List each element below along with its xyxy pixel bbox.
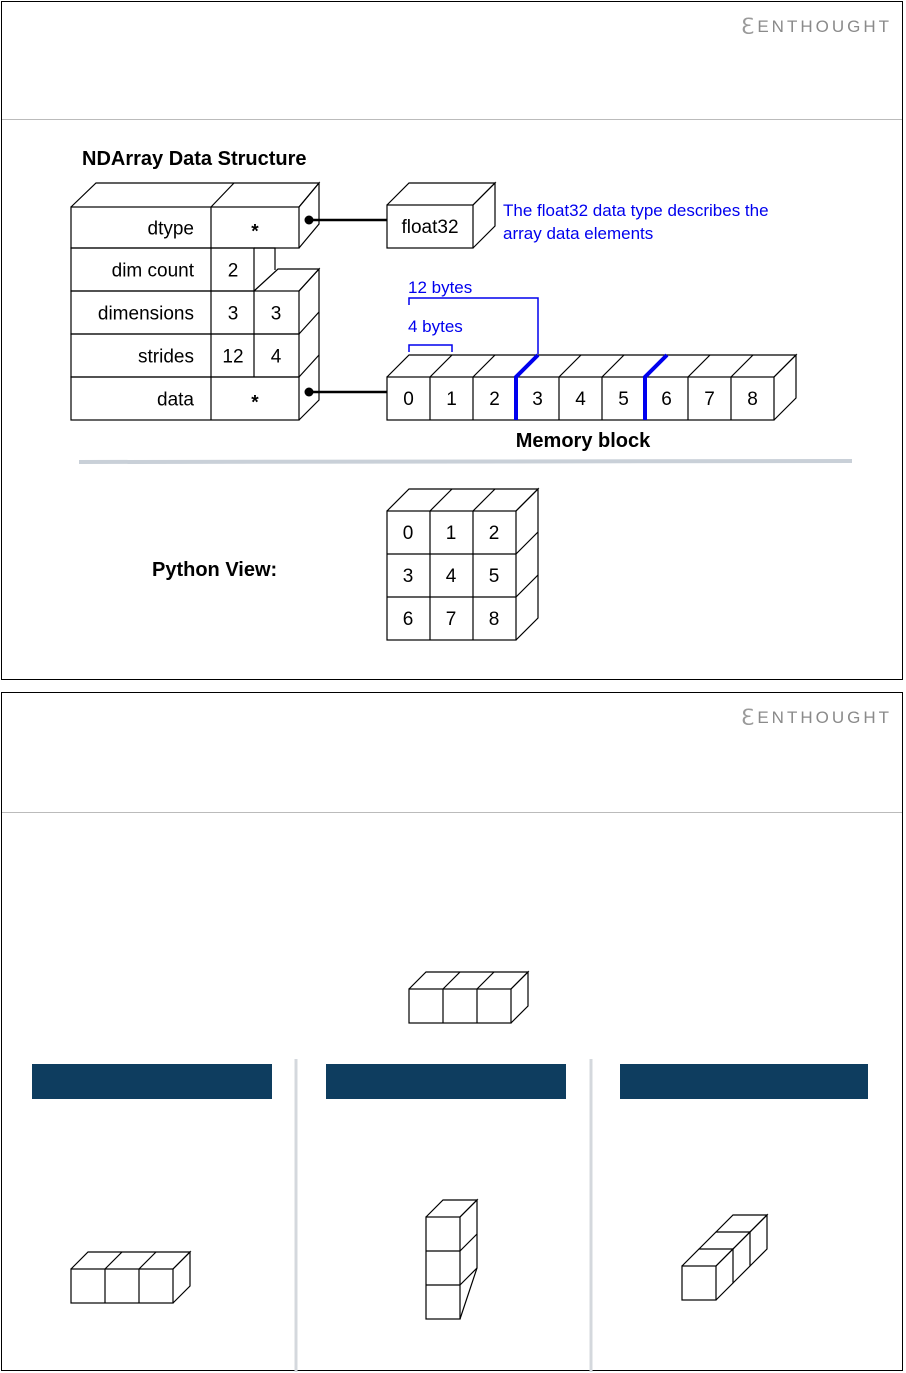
memory-cell-value: 2 (489, 389, 500, 410)
title-divider (2, 119, 902, 120)
row-vector-shape (70, 1250, 192, 1304)
field-value-1-0: 2 (228, 261, 239, 282)
grid-cell-value: 6 (403, 609, 414, 630)
enthought-logo-icon: ℇ (740, 14, 755, 39)
grid-cell-value: 8 (489, 609, 500, 630)
field-label-3: strides (138, 347, 194, 368)
float32-box (386, 204, 474, 249)
column-vector-shape (425, 1198, 479, 1320)
field-label-0: dtype (148, 219, 194, 240)
top-row-array (408, 970, 530, 1024)
depth-vector-shape (681, 1213, 769, 1301)
field-value-2-0: 3 (228, 304, 239, 325)
dtype-note-line1: The float32 data type describes the (503, 201, 769, 220)
field-value-4-0: * (251, 393, 259, 414)
field-value-0-0: * (251, 222, 259, 243)
field-label-1: dim count (112, 261, 195, 282)
title-divider (2, 812, 902, 813)
python-view-label: Python View: (152, 559, 277, 581)
enthought-logo: ℇ ENTHOUGHT (741, 14, 892, 40)
field-value-3-0: 12 (222, 347, 243, 368)
memory-cell-value: 4 (575, 389, 586, 410)
logo-text: ENTHOUGHT (757, 17, 892, 36)
row-boundary-2 (643, 353, 669, 420)
python-view-grid (386, 487, 540, 641)
stride-4-bracket (408, 344, 453, 352)
memory-cell-value: 5 (618, 389, 629, 410)
column-header-1 (32, 1064, 272, 1099)
memory-cell-top-edge (601, 354, 625, 378)
grid-cell-value: 5 (489, 566, 500, 587)
enthought-logo-icon: ℇ (740, 705, 755, 730)
column-header-2 (326, 1064, 566, 1099)
memory-cell-value: 7 (704, 389, 715, 410)
field-label-2: dimensions (98, 304, 194, 325)
grid-cell-value: 3 (403, 566, 414, 587)
ndarray-diagram: NDArray Data Structure dtype dim count dim… (70, 148, 853, 641)
struct-side-face (298, 181, 320, 249)
struct-top-face (70, 182, 321, 208)
memory-cell-value: 0 (403, 389, 414, 410)
grid-cell-value: 1 (446, 523, 457, 544)
field-label-4: data (157, 390, 194, 411)
diagram-heading: NDArray Data Structure (82, 148, 307, 170)
dtype-pointer-dot (304, 215, 314, 225)
column-header-3 (620, 1064, 868, 1099)
grid-cell-value: 0 (403, 523, 414, 544)
memory-cell-value: 3 (532, 389, 543, 410)
memory-block-label: Memory block (516, 430, 651, 452)
stride-12-label: 12 bytes (408, 278, 472, 297)
memory-cell-value: 8 (747, 389, 758, 410)
grid-cell-value: 2 (489, 523, 500, 544)
memory-cell-top-edge (558, 354, 582, 378)
memory-cell-value: 6 (661, 389, 672, 410)
memory-cell-value: 1 (446, 389, 457, 410)
dtype-note-line2: array data elements (503, 224, 653, 243)
grid-cell-value: 4 (446, 566, 457, 587)
stride-4-label: 4 bytes (408, 317, 463, 336)
logo-text: ENTHOUGHT (757, 708, 892, 727)
data-pointer-dot (304, 387, 314, 397)
row-boundary-1 (514, 353, 540, 420)
field-value-3-1: 4 (271, 347, 282, 368)
stride-12-bracket (408, 297, 539, 354)
enthought-logo: ℇ ENTHOUGHT (741, 705, 892, 731)
field-value-2-1: 3 (271, 304, 282, 325)
array-shapes-diagram (70, 970, 769, 1372)
memory-cell-top-edge (730, 354, 754, 378)
section-divider (78, 459, 853, 464)
memory-cell-top-edge (429, 354, 453, 378)
memory-block (386, 376, 775, 421)
slide-array-shapes: ℇ ENTHOUGHT (1, 692, 903, 1372)
memory-cell-top-edge (687, 354, 711, 378)
memory-cell-top-edge (472, 354, 496, 378)
slide-ndarray-structure: ℇ ENTHOUGHT (1, 1, 903, 680)
grid-cell-value: 7 (446, 609, 457, 630)
float32-label: float32 (401, 217, 458, 238)
